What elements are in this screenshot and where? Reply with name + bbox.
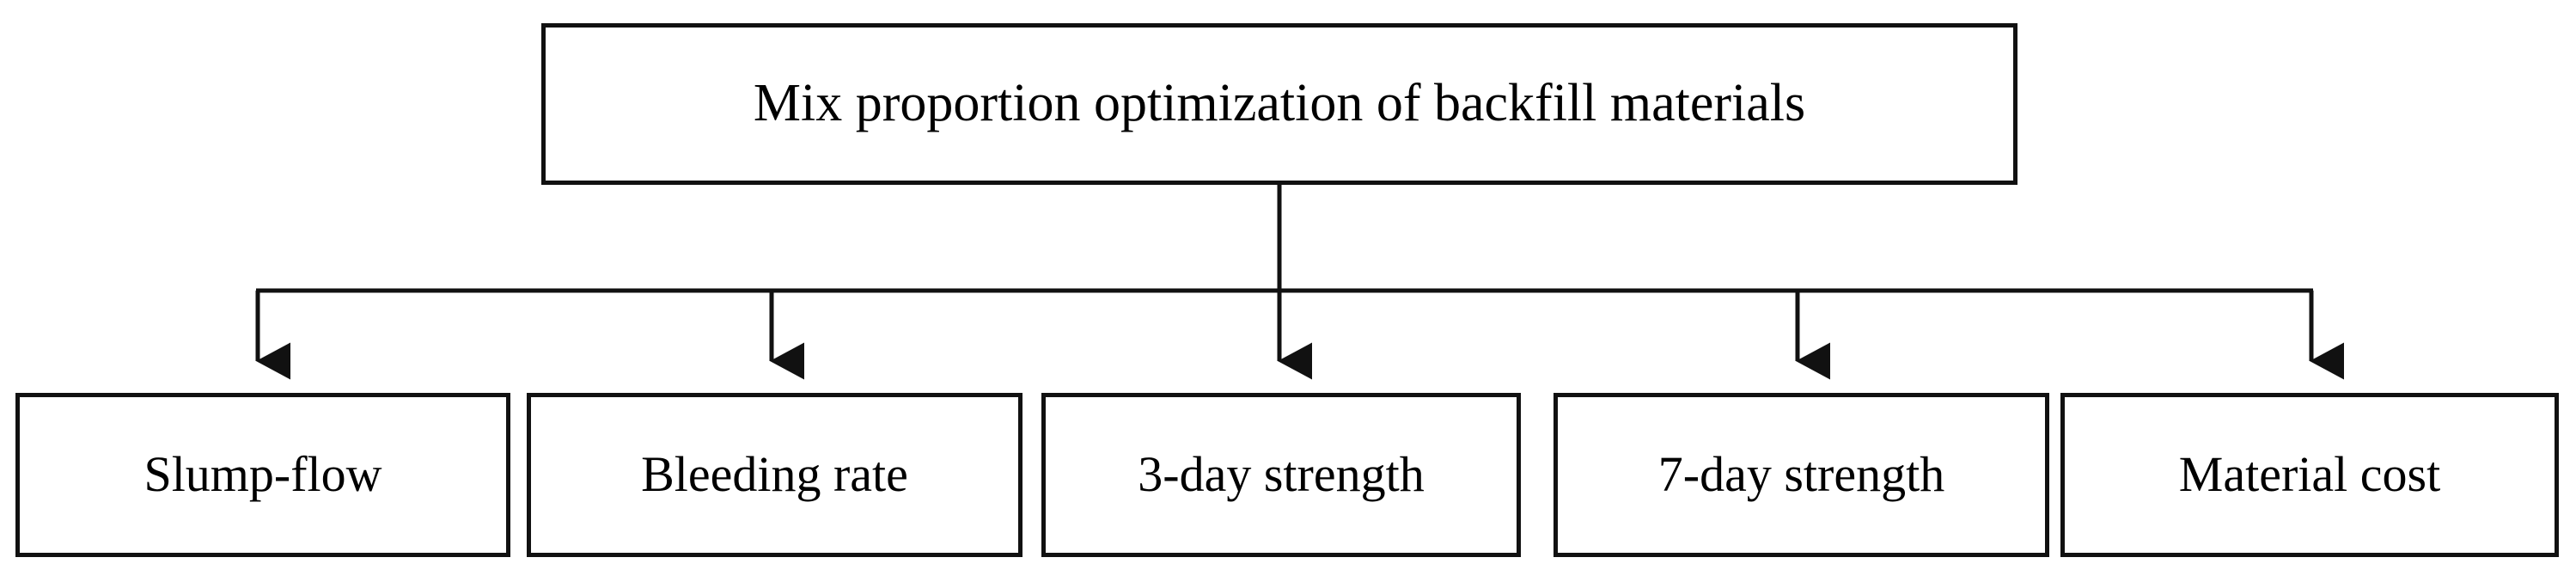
leaf-node-label: 3-day strength (1138, 446, 1425, 503)
leaf-node-slump-flow: Slump-flow (15, 393, 510, 557)
leaf-node-label: Bleeding rate (641, 446, 908, 503)
root-node-label: Mix proportion optimization of backfill … (753, 74, 1806, 133)
leaf-node-3-day-strength: 3-day strength (1041, 393, 1521, 557)
leaf-node-7-day-strength: 7-day strength (1554, 393, 2049, 557)
root-node-mix-proportion-optimization: Mix proportion optimization of backfill … (541, 23, 2017, 185)
leaf-node-label: Slump-flow (143, 446, 382, 503)
leaf-node-bleeding-rate: Bleeding rate (527, 393, 1022, 557)
leaf-node-material-cost: Material cost (2060, 393, 2559, 557)
leaf-node-label: 7-day strength (1657, 446, 1945, 503)
leaf-node-label: Material cost (2178, 446, 2441, 503)
